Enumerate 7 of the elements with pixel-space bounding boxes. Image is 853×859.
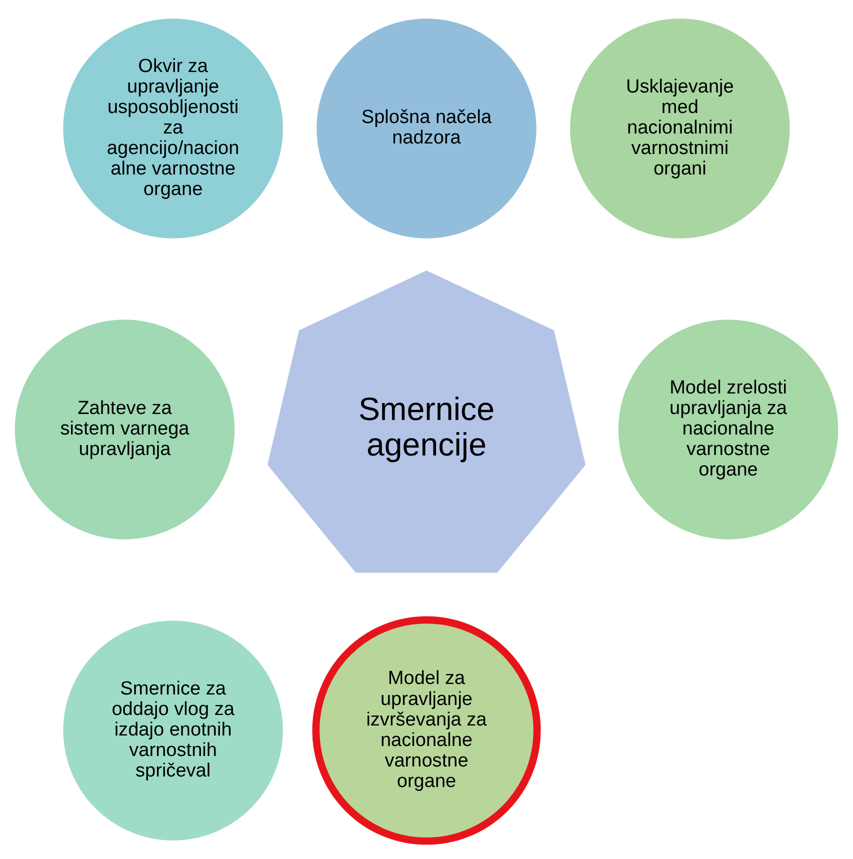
node-circle: Okvir za upravljanje usposobljenosti za agencijo/nacion alne varnostne organe (62, 17, 284, 240)
node-circle: Usklajevanje med nacionalnimi varnostnimi organi (568, 17, 792, 240)
node-circle: Model zrelosti upravljanja za nacionalne varnostne organe (616, 318, 840, 541)
node-circle: Splošna načela nadzora (315, 17, 538, 240)
node-circle: Zahteve za sistem varnega upravljanja (13, 318, 236, 541)
node-circle: Smernice za oddajo vlog za izdajo enotnih varnostnih spričeval (62, 619, 284, 842)
node-circle: Model za upravljanje izvrševanja za nacionalne varnostne organe (312, 616, 541, 845)
